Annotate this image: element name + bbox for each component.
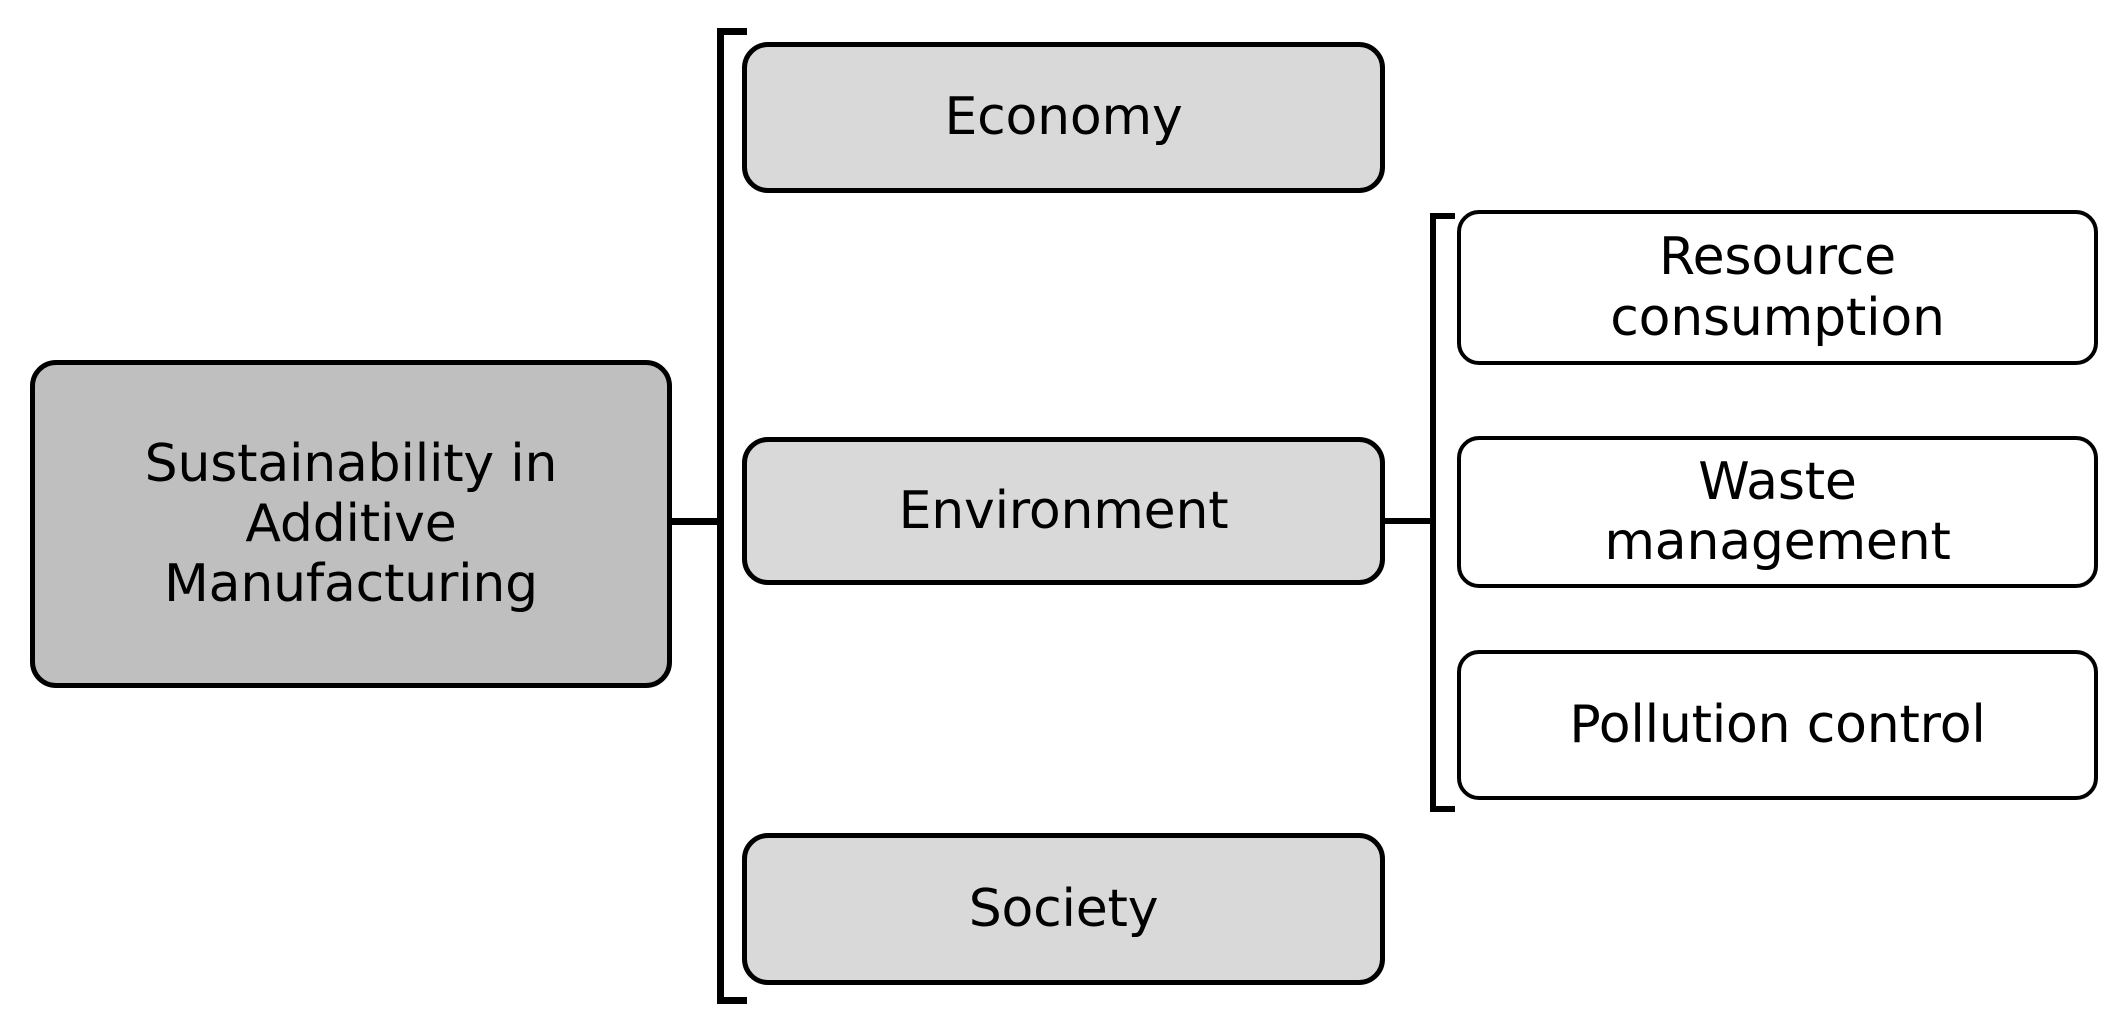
node-sustainability-in-additive-manufacturing[interactable]: Sustainability in Additive Manufacturing xyxy=(30,360,672,688)
node-society[interactable]: Society xyxy=(742,833,1385,985)
node-label-root: Sustainability in Additive Manufacturing xyxy=(144,433,558,615)
node-label-society: Society xyxy=(968,878,1159,939)
node-waste-management[interactable]: Waste management xyxy=(1457,436,2098,588)
connector-environment-to-child-bracket xyxy=(1381,518,1436,524)
node-resource-consumption[interactable]: Resource consumption xyxy=(1457,210,2098,365)
node-label-pollution-control: Pollution control xyxy=(1569,694,1986,755)
environment-bracket xyxy=(1430,213,1455,812)
node-label-waste-management: Waste management xyxy=(1604,451,1951,572)
pillar-bracket xyxy=(717,28,747,1004)
node-label-resource-consumption: Resource consumption xyxy=(1610,227,1945,348)
node-pollution-control[interactable]: Pollution control xyxy=(1457,650,2098,800)
node-economy[interactable]: Economy xyxy=(742,42,1385,193)
node-environment[interactable]: Environment xyxy=(742,437,1385,585)
node-label-economy: Economy xyxy=(944,87,1183,148)
connector-root-to-pillar-bracket xyxy=(668,518,724,525)
node-label-environment: Environment xyxy=(898,480,1229,541)
